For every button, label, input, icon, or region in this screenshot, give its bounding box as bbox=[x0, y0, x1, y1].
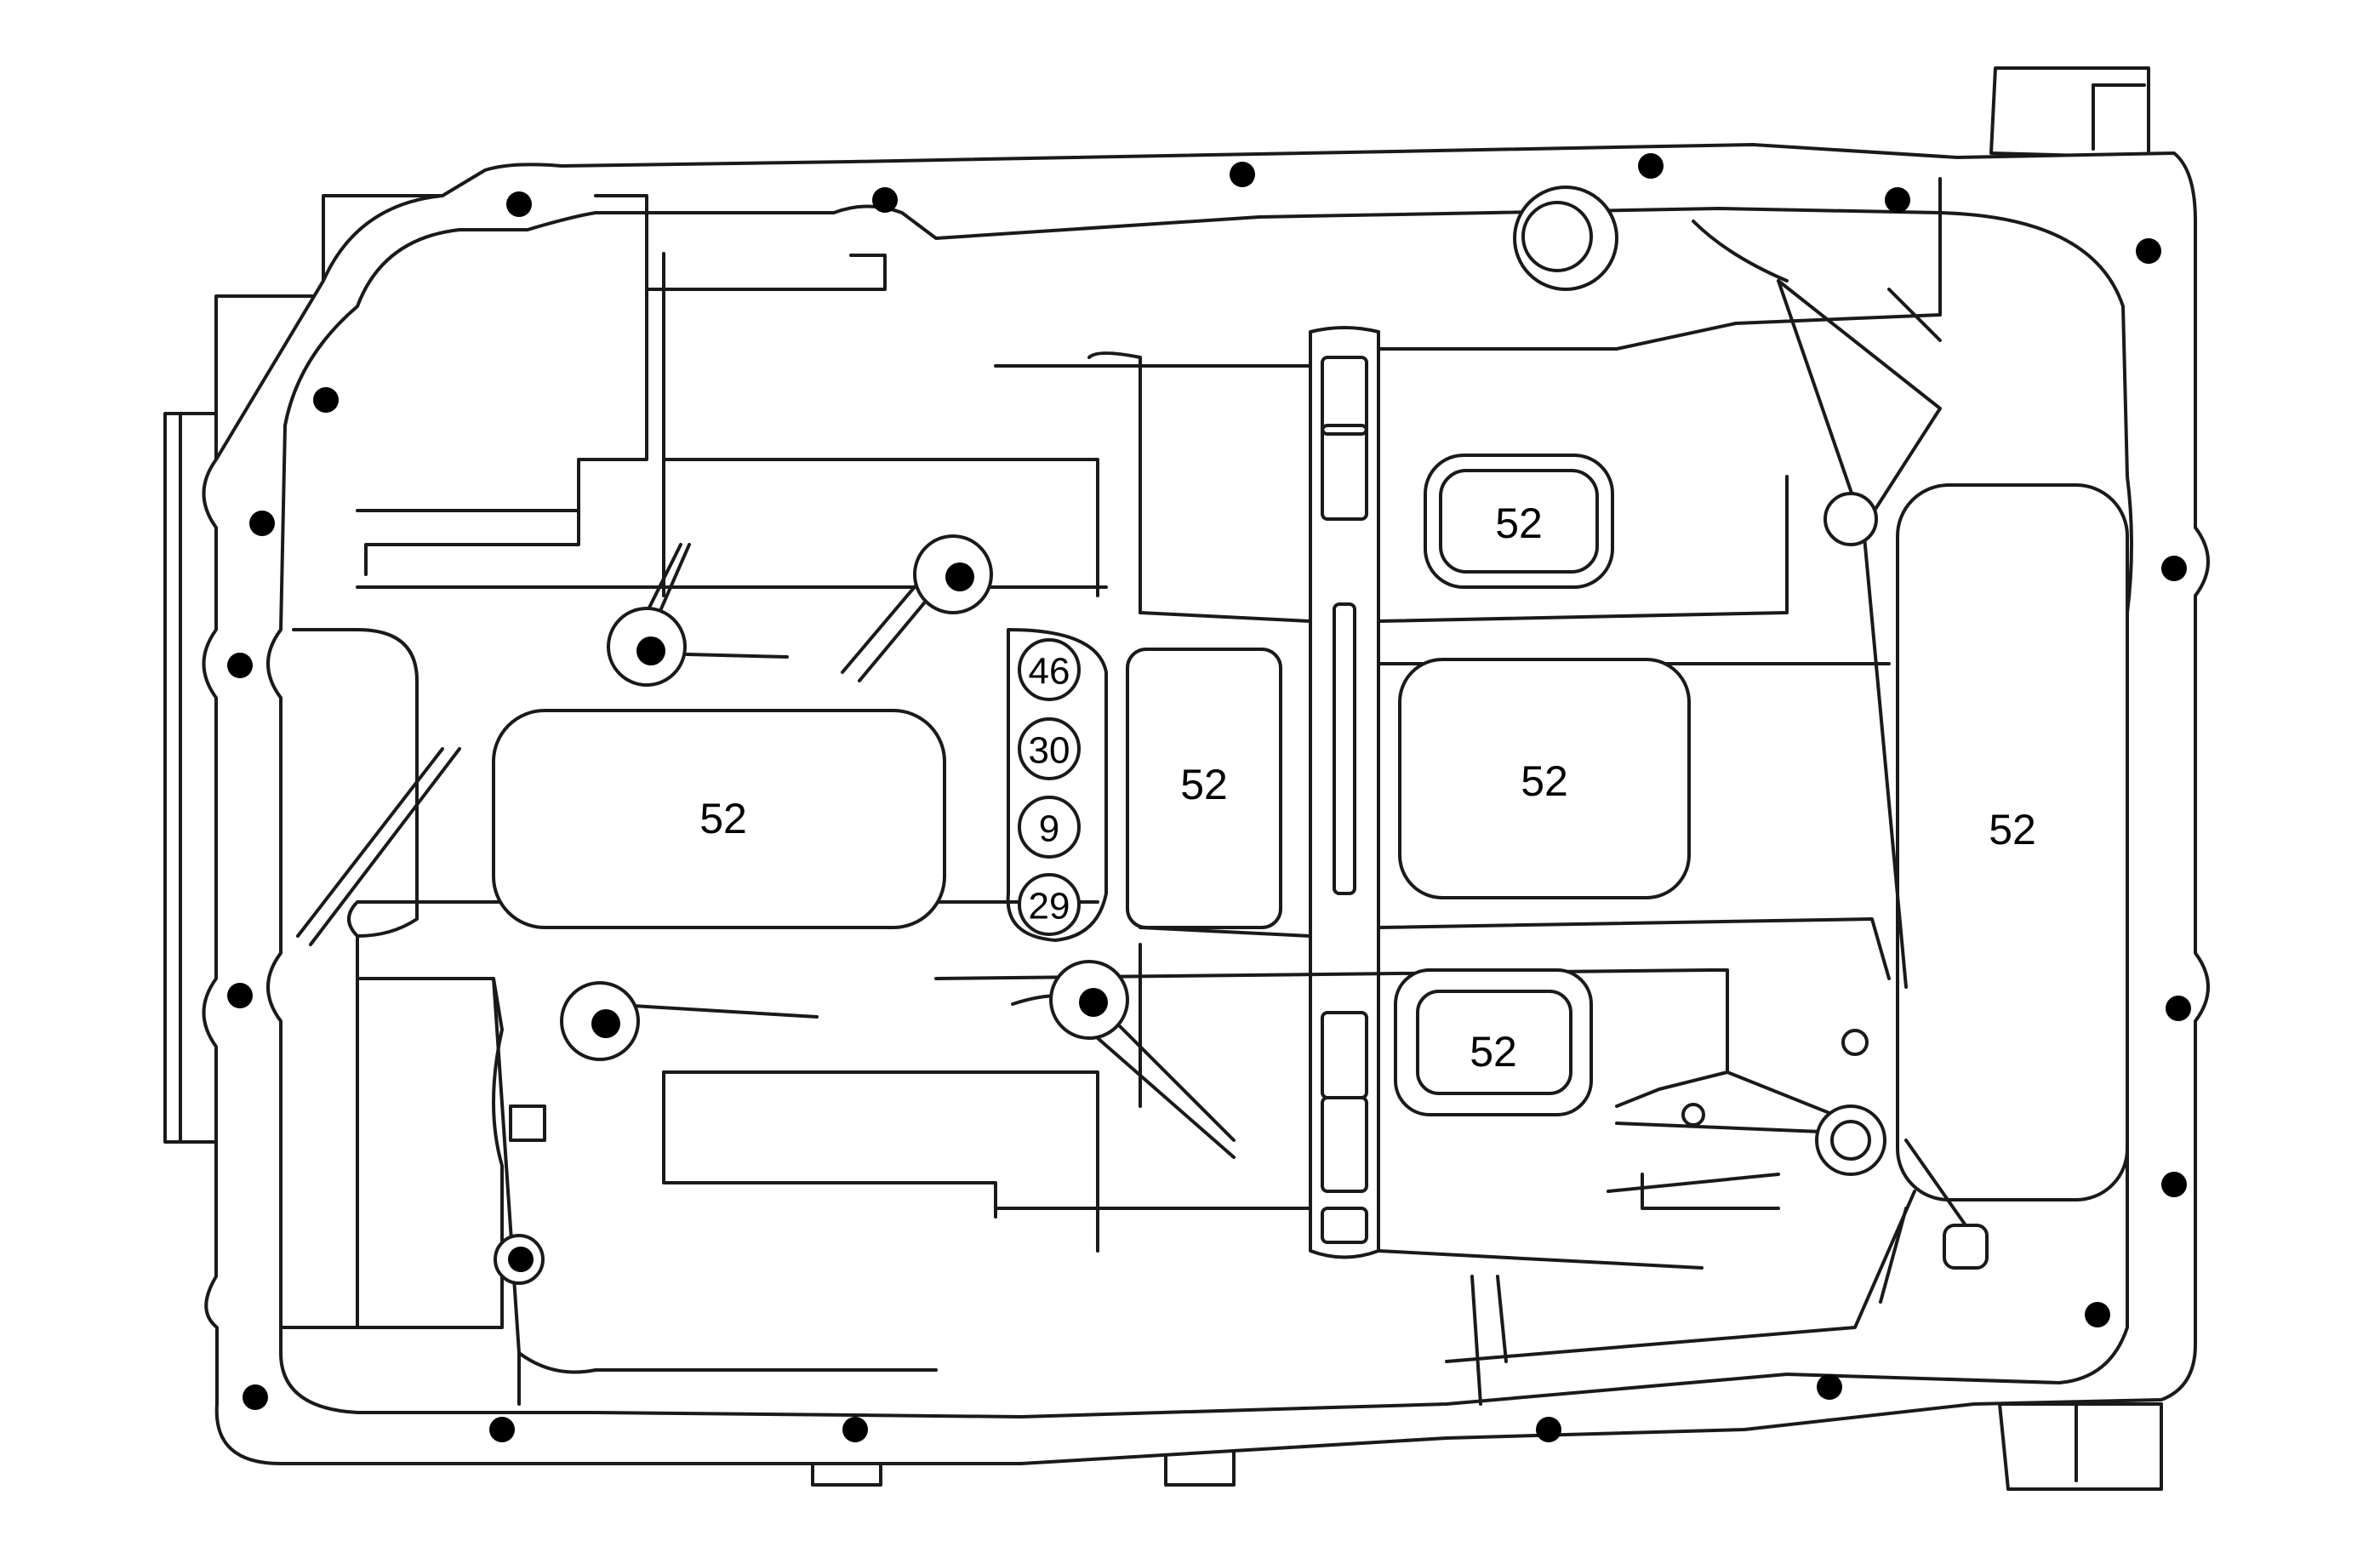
drain-plug bbox=[1513, 186, 1618, 291]
callout-column bbox=[1006, 628, 1108, 942]
pad-label: 52 bbox=[1180, 761, 1228, 808]
bolt-dots bbox=[227, 153, 2191, 1442]
pad-center-right bbox=[1398, 658, 1691, 899]
pad-label: 52 bbox=[699, 795, 747, 842]
pad-label: 52 bbox=[1989, 806, 2036, 853]
pad-label: 52 bbox=[1521, 757, 1568, 805]
middle-ribs bbox=[662, 177, 1942, 1270]
pad-center-left bbox=[492, 709, 946, 929]
pad-center-mid bbox=[1126, 648, 1282, 929]
callout-label: 9 bbox=[1039, 808, 1059, 850]
pad-label: 52 bbox=[1495, 499, 1543, 547]
pad-label: 52 bbox=[1470, 1028, 1517, 1076]
left-braces bbox=[296, 543, 1236, 1159]
pad-group: 52 52 52 52 52 52 bbox=[492, 454, 2036, 1116]
circled-callouts: 46 30 9 29 bbox=[1018, 638, 1081, 936]
callout-label: 29 bbox=[1029, 886, 1070, 928]
callout-label: 30 bbox=[1029, 730, 1070, 772]
pad-upper bbox=[1424, 454, 1614, 589]
pad-lower bbox=[1394, 968, 1593, 1116]
small-features bbox=[509, 1105, 1989, 1406]
right-pocket bbox=[1896, 483, 2129, 1202]
callout-label: 46 bbox=[1029, 651, 1070, 693]
center-spine bbox=[1309, 326, 1380, 1259]
